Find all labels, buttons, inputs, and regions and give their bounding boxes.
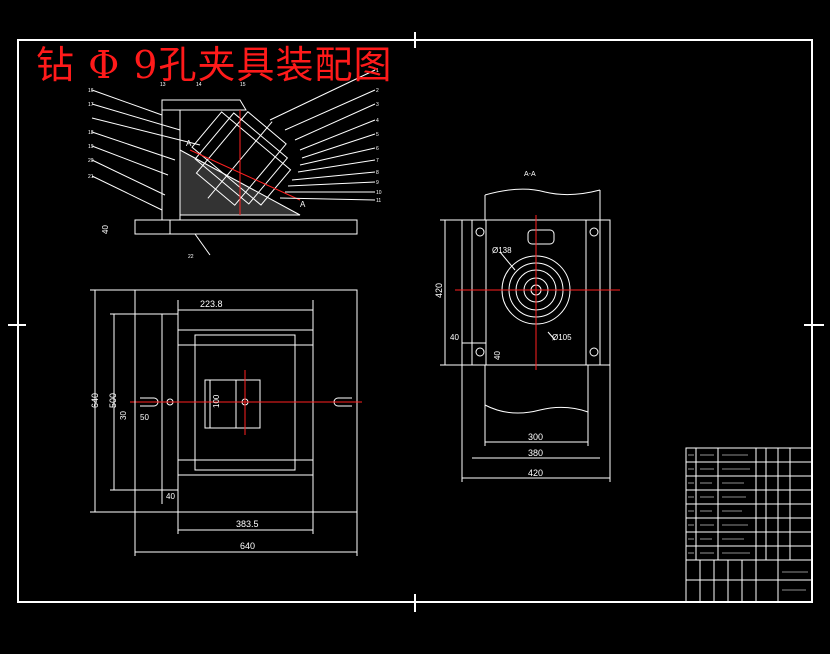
plan-dim-bottom-outer: 640 bbox=[240, 541, 255, 551]
callout-5: 5 bbox=[376, 132, 379, 138]
callout-4: 4 bbox=[376, 118, 379, 124]
callout-11: 11 bbox=[376, 198, 381, 204]
section-mark-a-top: A bbox=[186, 139, 192, 148]
side-dim-hole-lower: Ø105 bbox=[552, 333, 572, 342]
side-top-break bbox=[484, 188, 601, 196]
title-block-text-marks bbox=[688, 454, 808, 591]
callout-21: 21 bbox=[88, 174, 94, 180]
callout-2: 2 bbox=[376, 88, 379, 94]
side-centerlines bbox=[455, 215, 620, 370]
side-dim-bottom-c: 420 bbox=[528, 468, 543, 478]
plan-base bbox=[134, 289, 358, 513]
plan-dim-small-b: 50 bbox=[140, 413, 149, 422]
section-mark-a-bottom: A bbox=[300, 200, 306, 209]
callout-9: 9 bbox=[376, 180, 379, 186]
side-dim-hole-upper: Ø138 bbox=[492, 246, 512, 255]
side-bottom-break bbox=[484, 404, 589, 414]
plan-dim-top: 223.8 bbox=[200, 299, 223, 309]
callout-15: 15 bbox=[240, 82, 246, 88]
plan-dim-center: 100 bbox=[212, 394, 221, 408]
plan-dim-bottom-small: 40 bbox=[166, 492, 175, 501]
side-view bbox=[440, 188, 611, 482]
plan-dim-left-outer: 640 bbox=[90, 393, 100, 408]
base-plate bbox=[134, 219, 358, 235]
callout-7: 7 bbox=[376, 158, 379, 164]
plan-view bbox=[90, 289, 362, 556]
plan-dim-small-a: 30 bbox=[119, 411, 128, 420]
callout-20: 20 bbox=[88, 158, 94, 164]
side-dim-bottom-a: 300 bbox=[528, 432, 543, 442]
callout-22: 22 bbox=[188, 254, 194, 260]
callout-3: 3 bbox=[376, 102, 379, 108]
base-height-dim: 40 bbox=[101, 225, 110, 234]
callout-19: 19 bbox=[88, 144, 94, 150]
side-dim-left-b: 40 bbox=[493, 351, 502, 360]
callout-10: 10 bbox=[376, 190, 382, 196]
callout-17: 17 bbox=[88, 102, 94, 108]
left-callouts: 16 17 18 19 20 21 bbox=[88, 88, 94, 180]
section-label: A-A bbox=[524, 171, 536, 178]
callout-18: 18 bbox=[88, 130, 94, 136]
side-dim-left-a: 40 bbox=[450, 333, 459, 342]
support-bracket bbox=[161, 109, 181, 221]
side-dim-bottom-b: 380 bbox=[528, 448, 543, 458]
front-view bbox=[91, 69, 376, 256]
callout-13: 13 bbox=[160, 82, 166, 88]
title-block bbox=[685, 447, 813, 603]
top-arm bbox=[161, 99, 247, 111]
callout-14: 14 bbox=[196, 82, 202, 88]
top-callouts: 13 14 15 bbox=[160, 82, 246, 88]
plan-dim-left-inner: 500 bbox=[108, 393, 118, 408]
leaders-left bbox=[91, 89, 201, 211]
callout-1: 1 bbox=[376, 68, 379, 74]
right-callouts: 1 2 3 4 5 6 7 8 9 10 11 bbox=[376, 68, 382, 204]
drawing-title: 钻 Φ 9孔夹具装配图 bbox=[36, 43, 393, 87]
callout-8: 8 bbox=[376, 170, 379, 176]
leaders-right bbox=[269, 69, 376, 201]
center-marks bbox=[8, 32, 824, 612]
plan-dim-bottom-inner: 383.5 bbox=[236, 519, 259, 529]
callout-6: 6 bbox=[376, 146, 379, 152]
callout-16: 16 bbox=[88, 88, 94, 94]
side-dim-height: 420 bbox=[434, 283, 444, 298]
